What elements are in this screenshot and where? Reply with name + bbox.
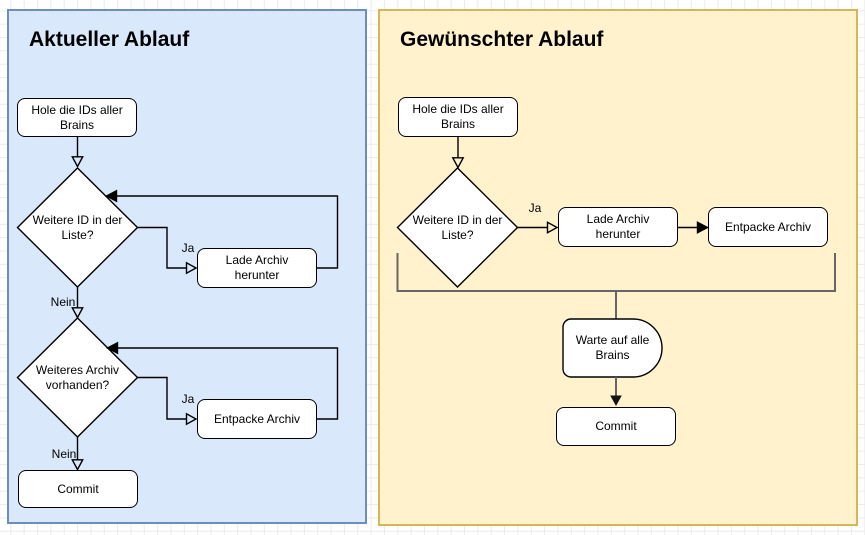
edge-label-left-ja-download: Ja bbox=[181, 241, 195, 255]
node-left-commit[interactable]: Commit bbox=[18, 470, 138, 508]
panel-title-current: Aktueller Ablauf bbox=[29, 28, 190, 51]
node-left-download[interactable]: Lade Archiv herunter bbox=[197, 248, 317, 288]
edge-label-right-ja-download: Ja bbox=[528, 201, 542, 215]
node-right-commit[interactable]: Commit bbox=[556, 407, 676, 446]
edge-label-left-nein-more-archives: Nein bbox=[51, 447, 77, 461]
panel-desired-flow[interactable]: Gewünschter Ablauf bbox=[378, 9, 858, 526]
panel-title-desired: Gewünschter Ablauf bbox=[400, 28, 604, 51]
node-right-download[interactable]: Lade Archiv herunter bbox=[558, 207, 678, 247]
node-left-get-ids[interactable]: Hole die IDs aller Brains bbox=[17, 98, 137, 137]
edge-label-left-nein-more-ids: Nein bbox=[50, 295, 76, 309]
node-left-unpack[interactable]: Entpacke Archiv bbox=[197, 399, 317, 439]
node-right-unpack[interactable]: Entpacke Archiv bbox=[708, 207, 828, 247]
node-right-get-ids[interactable]: Hole die IDs aller Brains bbox=[398, 97, 518, 137]
edge-label-left-ja-unpack: Ja bbox=[181, 392, 195, 406]
